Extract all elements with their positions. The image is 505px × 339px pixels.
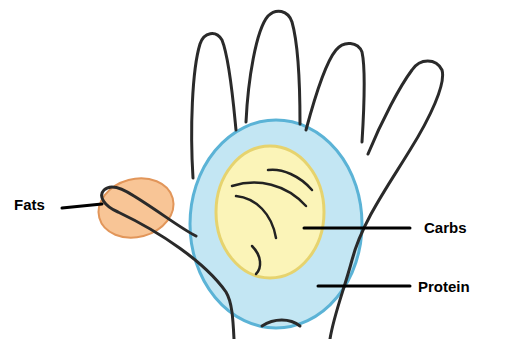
leader-lines [62, 204, 410, 286]
leader-line [318, 285, 410, 288]
fats-oval [92, 170, 180, 246]
hand-outline [102, 11, 443, 339]
ring-finger-outline [306, 43, 364, 142]
protein-circle [190, 120, 362, 328]
thumb-outline [102, 187, 234, 339]
pinky-outline [330, 61, 443, 339]
palm-line [236, 196, 276, 238]
palm-line [232, 183, 306, 206]
index-finger-outline [192, 34, 236, 178]
palm-lines [232, 170, 312, 274]
leader-line [304, 227, 410, 230]
carbs-circle [216, 146, 324, 278]
wrist-crease [262, 320, 300, 326]
palm-line [252, 246, 260, 274]
middle-finger-outline [246, 11, 300, 124]
part-label: Carbs [424, 219, 467, 237]
palm-line [268, 170, 312, 190]
part-label: Fats [14, 196, 45, 214]
leader-line [62, 204, 102, 208]
part-label: Protein [418, 278, 470, 296]
